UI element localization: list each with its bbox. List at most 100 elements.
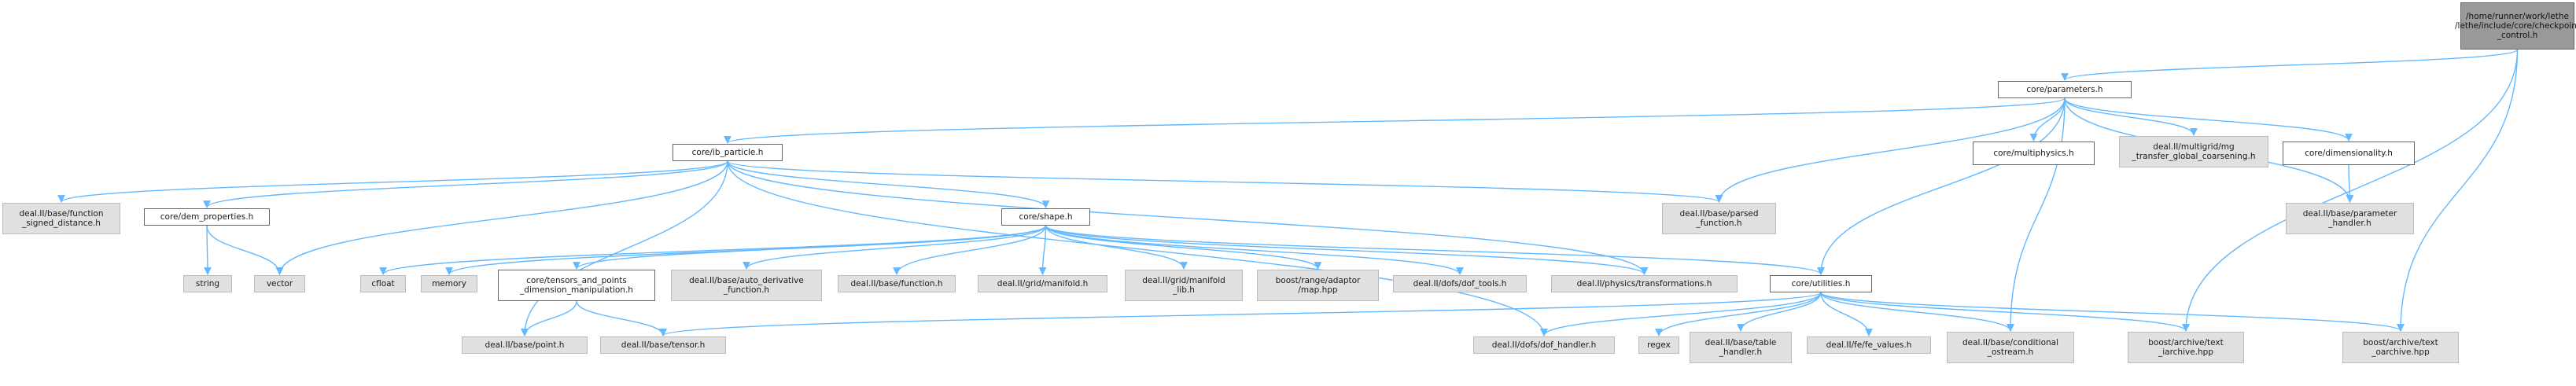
edge-shape-to-tensors-points: [573, 225, 1047, 270]
edge-dimensionality-to-parameter-handler: [2346, 164, 2354, 203]
node-tensor: deal.II/base/tensor.h: [600, 336, 726, 354]
node-label: deal.II/dofs/dof_handler.h: [1491, 340, 1597, 350]
node-label: core/utilities.h: [1791, 279, 1851, 289]
node-dimensionality[interactable]: core/dimensionality.h: [2283, 142, 2415, 165]
node-grid-manifold: deal.II/grid/manifold.h: [978, 275, 1107, 292]
edge-ib-particle-to-transformations: [727, 160, 1649, 275]
node-label: deal.II/base/tensor.h: [621, 340, 706, 350]
edge-parameters-to-multiphysics: [2029, 97, 2066, 142]
node-label: boost/range/adaptor /map.hpp: [1275, 276, 1361, 295]
node-label: deal.II/base/function.h: [850, 279, 943, 289]
node-label: deal.II/base/point.h: [485, 340, 565, 350]
node-table-handler: deal.II/base/table _handler.h: [1690, 332, 1792, 363]
node-label: cfloat: [371, 279, 395, 289]
edge-tensors-points-to-point: [521, 300, 577, 336]
node-point: deal.II/base/point.h: [462, 336, 588, 354]
node-manifold-lib: deal.II/grid/manifold _lib.h: [1125, 270, 1243, 301]
edge-shape-to-range-adaptor: [1045, 225, 1322, 270]
node-function-signed-distance: deal.II/base/function _signed_distance.h: [2, 203, 120, 234]
edge-shape-to-base-function: [893, 225, 1047, 275]
node-ib-particle[interactable]: core/ib_particle.h: [673, 144, 783, 161]
edge-ib-particle-to-dof-handler: [727, 160, 1548, 336]
edge-parameters-to-dimensionality: [2064, 97, 2353, 142]
node-cfloat: cfloat: [360, 275, 406, 292]
node-label: boost/archive/text _iarchive.hpp: [2148, 338, 2224, 357]
node-checkpoint-control[interactable]: /home/runner/work/lethe /lethe/include/c…: [2455, 2, 2576, 50]
node-dem-properties[interactable]: core/dem_properties.h: [144, 208, 270, 226]
node-label: deal.II/grid/manifold.h: [997, 279, 1089, 289]
edge-ib-particle-to-vector: [275, 160, 728, 275]
edge-utilities-to-text-oarchive: [1820, 292, 2405, 332]
node-parameter-handler: deal.II/base/parameter _handler.h: [2286, 203, 2414, 234]
edge-utilities-to-conditional-ostream: [1820, 292, 2014, 332]
node-conditional-ostream: deal.II/base/conditional _ostream.h: [1947, 332, 2074, 363]
node-label: deal.II/dofs/dof_tools.h: [1413, 279, 1507, 289]
node-label: core/dem_properties.h: [160, 212, 254, 222]
node-label: core/ib_particle.h: [691, 148, 764, 157]
edge-shape-to-auto-derivative: [743, 225, 1047, 270]
edge-dem-properties-to-vector: [206, 225, 284, 275]
node-label: regex: [1647, 340, 1671, 350]
edge-parameters-to-ib-particle: [724, 97, 2066, 144]
node-string: string: [183, 275, 232, 292]
edge-parameters-to-mg-transfer: [2064, 97, 2198, 136]
node-utilities[interactable]: core/utilities.h: [1770, 275, 1872, 292]
edge-parameters-to-utilities: [1817, 97, 2066, 275]
node-label: deal.II/base/conditional _ostream.h: [1962, 338, 2058, 357]
edge-shape-to-grid-manifold: [1038, 225, 1047, 275]
edge-checkpoint-control-to-parameters: [2061, 49, 2519, 81]
node-label: deal.II/grid/manifold _lib.h: [1142, 276, 1225, 295]
node-label: deal.II/fe/fe_values.h: [1826, 340, 1912, 350]
node-shape[interactable]: core/shape.h: [1001, 208, 1090, 226]
node-vector: vector: [254, 275, 305, 292]
node-text-oarchive: boost/archive/text _oarchive.hpp: [2342, 332, 2459, 363]
node-label: deal.II/base/parsed _function.h: [1679, 209, 1759, 228]
node-auto-derivative: deal.II/base/auto_derivative _function.h: [671, 270, 822, 301]
edge-ib-particle-to-point: [521, 160, 728, 336]
node-label: deal.II/base/table _handler.h: [1704, 338, 1777, 357]
edge-utilities-to-dof-handler: [1540, 292, 1822, 336]
edge-utilities-to-tensor: [659, 292, 1822, 336]
node-parsed-function: deal.II/base/parsed _function.h: [1662, 203, 1776, 234]
node-parameters[interactable]: core/parameters.h: [1998, 81, 2132, 98]
edge-tensors-points-to-tensor: [576, 300, 667, 336]
edge-ib-particle-to-shape: [727, 160, 1050, 208]
edge-checkpoint-control-to-text-iarchive: [2182, 49, 2519, 332]
edge-utilities-to-table-handler: [1737, 292, 1822, 332]
edge-shape-to-manifold-lib: [1045, 225, 1188, 270]
edge-shape-to-dof-tools: [1045, 225, 1464, 275]
node-fe-values: deal.II/fe/fe_values.h: [1807, 336, 1931, 354]
node-label: string: [195, 279, 220, 289]
node-dof-tools: deal.II/dofs/dof_tools.h: [1393, 275, 1527, 292]
node-label: vector: [266, 279, 293, 289]
edge-ib-particle-to-dem-properties: [203, 160, 728, 208]
node-regex: regex: [1638, 336, 1679, 354]
node-label: core/shape.h: [1019, 212, 1073, 222]
edge-utilities-to-fe-values: [1820, 292, 1873, 336]
node-text-iarchive: boost/archive/text _iarchive.hpp: [2128, 332, 2244, 363]
edge-ib-particle-to-function-signed-distance: [57, 160, 728, 203]
node-multiphysics[interactable]: core/multiphysics.h: [1973, 142, 2095, 165]
edge-checkpoint-control-to-text-oarchive: [2397, 49, 2519, 332]
node-label: /home/runner/work/lethe /lethe/include/c…: [2454, 12, 2576, 40]
node-memory: memory: [421, 275, 477, 292]
edge-parameters-to-parsed-function: [1715, 97, 2066, 203]
edge-utilities-to-text-iarchive: [1820, 292, 2190, 332]
node-label: core/parameters.h: [2026, 85, 2103, 94]
node-tensors-points[interactable]: core/tensors_and_points _dimension_manip…: [498, 270, 655, 301]
node-range-adaptor: boost/range/adaptor /map.hpp: [1257, 270, 1379, 301]
node-label: core/tensors_and_points _dimension_manip…: [520, 276, 633, 295]
node-label: deal.II/base/parameter _handler.h: [2302, 209, 2397, 228]
edge-ib-particle-to-parsed-function: [727, 160, 1723, 203]
edge-shape-to-utilities: [1045, 225, 1825, 275]
node-transformations: deal.II/physics/transformations.h: [1551, 275, 1738, 292]
edge-dem-properties-to-string: [204, 225, 212, 275]
edge-parameters-to-conditional-ostream: [2007, 97, 2066, 332]
node-base-function: deal.II/base/function.h: [838, 275, 956, 292]
node-label: deal.II/base/function _signed_distance.h: [19, 209, 104, 228]
node-label: memory: [432, 279, 466, 289]
edge-shape-to-cfloat: [379, 225, 1047, 275]
node-label: core/dimensionality.h: [2305, 149, 2393, 158]
node-dof-handler: deal.II/dofs/dof_handler.h: [1473, 336, 1615, 354]
